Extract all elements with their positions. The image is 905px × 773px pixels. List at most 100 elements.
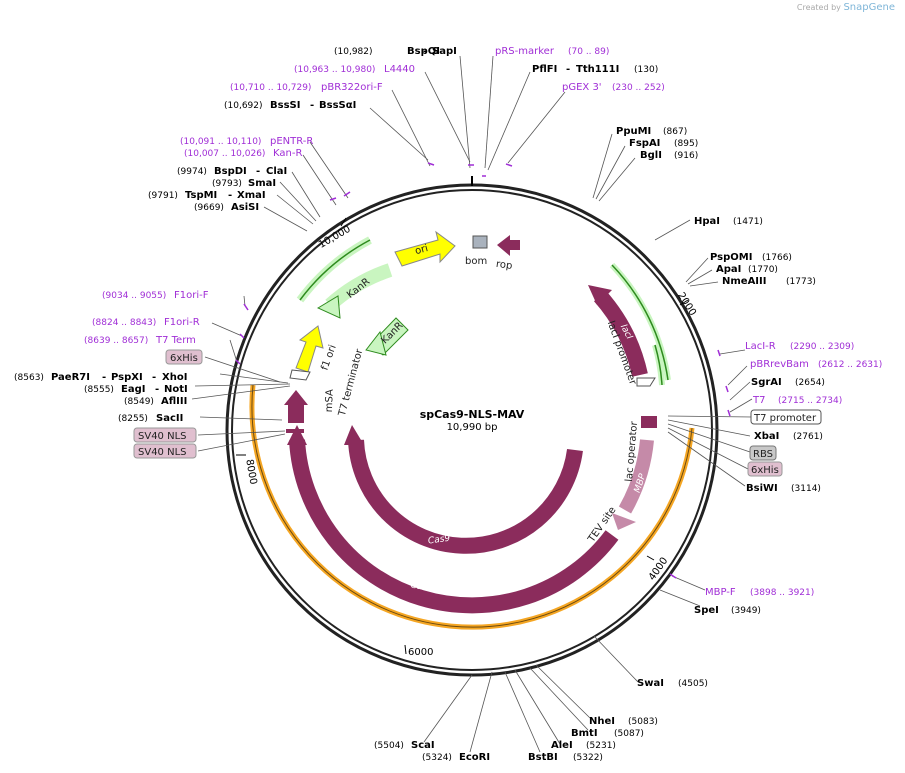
- enz-scai-pos: (5504): [374, 741, 404, 751]
- created-by-text: Created by: [796, 3, 841, 12]
- bom-label: bom: [465, 256, 487, 267]
- enz-bspqi-sep: -: [423, 46, 427, 57]
- enz-eagi: EagI: [121, 384, 145, 395]
- box-nls1: [133, 427, 197, 443]
- enz-bsssi: BssSI: [270, 100, 300, 111]
- cas9-inner-arc: [348, 439, 583, 554]
- enz-bmti-pos: (5087): [614, 729, 644, 739]
- t7-terminator-marker: [289, 369, 311, 381]
- enz-bsiwi: BsiWI: [746, 483, 778, 494]
- primer-pbrrevbam: pBRrevBam: [750, 359, 809, 370]
- enz-xhoi: XhoI: [162, 372, 187, 383]
- enz-sgrai: SgrAI: [751, 377, 782, 388]
- enz-scai: ScaI: [411, 740, 435, 751]
- enz-pspxi-sep: -: [152, 372, 156, 383]
- enz-alei: AleI: [551, 740, 573, 751]
- kanr-outer-band-line: [299, 239, 371, 301]
- enz-bspqi: BspQI: [407, 46, 440, 57]
- ori-label: ori: [414, 243, 429, 257]
- enz-tspmi-pos: (9791): [148, 191, 178, 201]
- enz-tspmi: TspMI: [185, 190, 217, 201]
- primer-pentr-r: pENTR-R: [270, 136, 313, 147]
- cas9-outer-label: Cas9: [410, 581, 434, 595]
- enz-smai: SmaI: [248, 178, 276, 189]
- enz-sacii: SacII: [156, 413, 183, 424]
- enz-fspai: FspAI: [629, 138, 660, 149]
- enz-tspmi-sep: -: [228, 190, 232, 201]
- enz-sgrai-pos: (2654): [795, 378, 825, 388]
- primer-f1ori-f: F1ori-F: [174, 290, 209, 301]
- enz-fspai-pos: (895): [674, 139, 698, 149]
- backbone-inner-ring: [231, 189, 713, 671]
- enz-xbai-pos: (2761): [793, 432, 823, 442]
- primer-pentr-r-pos: (10,091 .. 10,110): [180, 137, 261, 147]
- t7-terminator-label: T7 terminator: [337, 347, 366, 418]
- enz-bspdi-pos: (9974): [177, 167, 207, 177]
- cas9-outer-arrowhead: [287, 425, 307, 445]
- box-t7-promoter: [750, 409, 822, 425]
- box-t7-promoter-label: T7 promoter: [753, 413, 817, 424]
- laci-arc: [593, 290, 648, 377]
- enz-sacii-pos: (8255): [118, 414, 148, 424]
- enz-ecori: EcoRI: [459, 752, 490, 763]
- bom-box: [472, 235, 488, 249]
- primer-l4440: L4440: [384, 64, 415, 75]
- box-6xhis-right-label: 6xHis: [751, 465, 779, 476]
- enz-spei-pos: (3949): [731, 606, 761, 616]
- lac-operator-label: lac operator: [624, 420, 640, 482]
- cas9-outer-arc: [289, 439, 619, 614]
- primer-f1ori-f-pos: (9034 .. 9055): [102, 291, 166, 301]
- enz-apai: ApaI: [716, 264, 741, 275]
- enz-bsiwi-pos: (3114): [791, 484, 821, 494]
- primer-pbr322ori-pos: (10,710 .. 10,729): [230, 83, 311, 93]
- box-6xhis-left: [165, 349, 203, 365]
- enz-nhei-pos: (5083): [628, 717, 658, 727]
- enz-ppumi: PpuMI: [616, 126, 651, 137]
- enz-asisi-pos: (9669): [194, 203, 224, 213]
- primer-prs-marker: pRS-marker: [495, 46, 555, 57]
- enz-bgli: BglI: [640, 150, 662, 161]
- plasmid-name: spCas9-NLS-MAV: [420, 408, 525, 421]
- laci-arrowhead: [588, 285, 612, 305]
- nls-segment: [286, 429, 304, 433]
- enz-bsssai: BssSαI: [319, 100, 356, 111]
- enz-pspomi: PspOMI: [710, 252, 752, 263]
- msa-arrowhead: [284, 390, 308, 405]
- enz-smai-pos: (9793): [212, 179, 242, 189]
- enz-afliii-pos: (8549): [124, 397, 154, 407]
- cas9-inner-arrowhead: [344, 425, 364, 445]
- tick-4000-mark: [646, 555, 655, 561]
- enz-sapi: SapI: [432, 46, 457, 57]
- primer-f1ori-r-pos: (8824 .. 8843): [92, 318, 156, 328]
- tick-10000-mark: [340, 217, 347, 227]
- primer-pbr322ori: pBR322ori-F: [321, 82, 383, 93]
- msa-label: mSA: [324, 389, 336, 413]
- marker-right-inner-line: [654, 344, 663, 386]
- enz-xmai: XmaI: [237, 190, 266, 201]
- enz-bspqi-pos: (10,982): [334, 47, 373, 57]
- tick-2000: 2000: [675, 291, 698, 318]
- primer-t7-pos: (2715 .. 2734): [778, 396, 842, 406]
- box-6xhis-left-label: 6xHis: [170, 353, 198, 364]
- primer-mbp-f-pos: (3898 .. 3921): [750, 588, 814, 598]
- laci-promoter-marker: [636, 377, 656, 387]
- snapgene-logo-text: SnapGene: [843, 2, 895, 13]
- enz-ecori-pos: (5324): [422, 753, 452, 763]
- primer-l4440-pos: (10,963 .. 10,980): [294, 65, 375, 75]
- enz-ppumi-pos: (867): [663, 127, 687, 137]
- enz-bstbi: BstBI: [528, 752, 558, 763]
- primer-pbrrevbam-pos: (2612 .. 2631): [818, 360, 882, 370]
- box-nls2: [133, 443, 197, 459]
- tick-6000: 6000: [408, 647, 433, 658]
- leader-lines: [191, 55, 753, 753]
- marker-right-outer-line: [611, 264, 669, 381]
- enz-paer7i-pos: (8563): [14, 373, 44, 383]
- enz-xbai: XbaI: [754, 431, 779, 442]
- enz-bmti: BmtI: [571, 728, 598, 739]
- enz-bsssi-pos: (10,692): [224, 101, 263, 111]
- enz-pflfi-pos: (130): [634, 65, 658, 75]
- box-rbs: [749, 445, 777, 461]
- tick-6000-mark: [404, 644, 407, 655]
- f1-ori-arrow: [295, 325, 324, 373]
